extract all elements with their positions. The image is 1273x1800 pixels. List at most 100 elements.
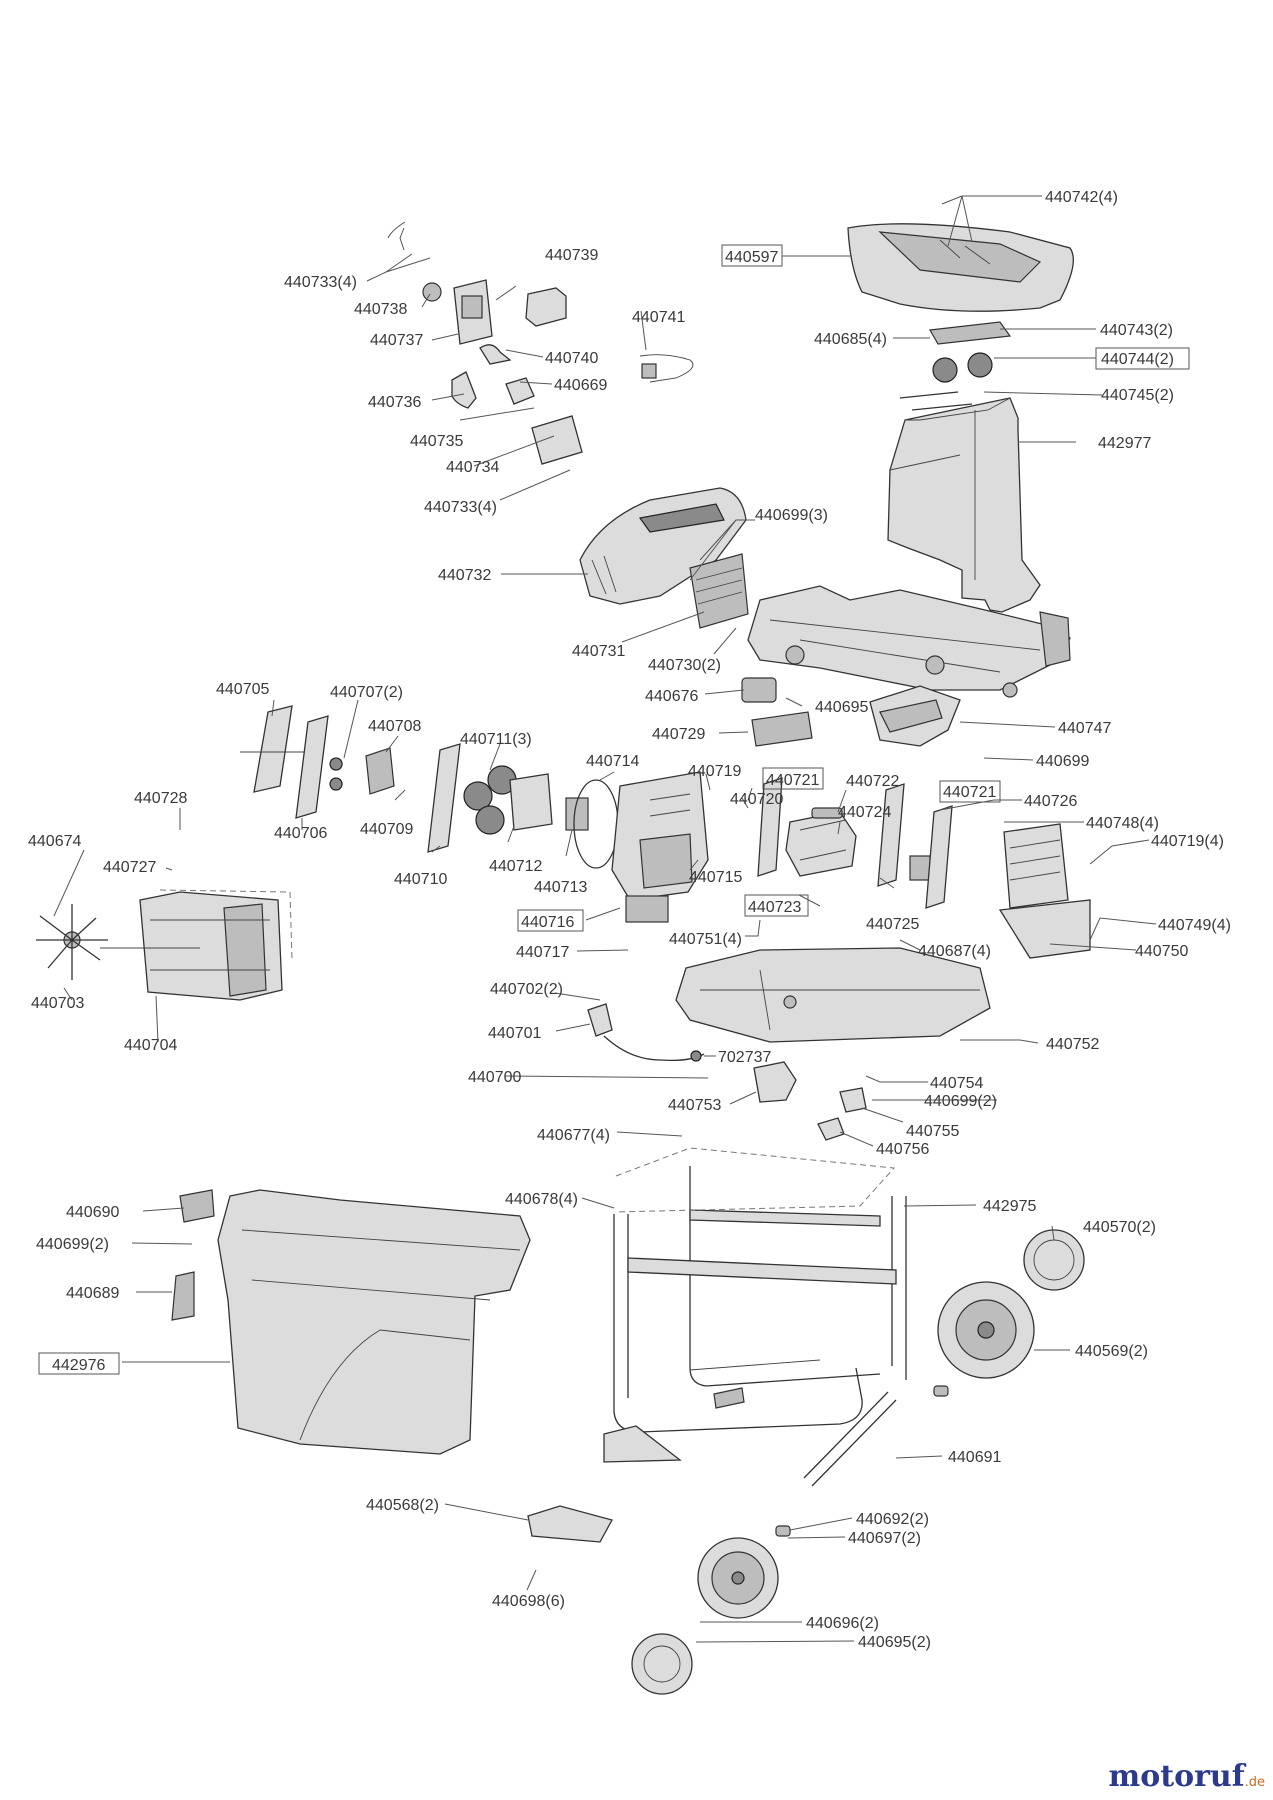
brand-name: motoruf [1108, 1759, 1245, 1794]
part-label: 440728 [134, 790, 187, 807]
part-label: 440691 [948, 1449, 1001, 1466]
part-label: 440713 [534, 879, 587, 896]
part-label: 440751(4) [669, 931, 742, 948]
part-label: 440754 [930, 1075, 983, 1092]
part-label: 440724 [838, 804, 891, 821]
part-label: 440711(3) [460, 731, 532, 748]
label-box [939, 780, 1001, 803]
part-label: 440692(2) [856, 1511, 929, 1528]
part-label: 440726 [1024, 793, 1077, 810]
part-label: 440570(2) [1083, 1219, 1156, 1236]
part-label: 440703 [31, 995, 84, 1012]
part-label: 440699(2) [924, 1093, 997, 1110]
part-label: 440740 [545, 350, 598, 367]
part-label: 440715 [689, 869, 742, 886]
part-label: 440699(2) [36, 1236, 109, 1253]
part-label: 440756 [876, 1141, 929, 1158]
part-label: 440721 [943, 784, 996, 801]
part-label: 440733(4) [424, 499, 497, 516]
part-label: 440736 [368, 394, 421, 411]
part-label: 440716 [521, 914, 574, 931]
label-box [1095, 347, 1190, 370]
part-label: 440743(2) [1100, 322, 1173, 339]
part-label: 442977 [1098, 435, 1151, 452]
part-label: 440699(3) [755, 507, 828, 524]
part-label: 440704 [124, 1037, 177, 1054]
label-box [38, 1352, 120, 1375]
parts-artwork [36, 221, 1091, 1695]
part-label: 440674 [28, 833, 81, 850]
part-label: 440722 [846, 773, 899, 790]
part-label: 440735 [410, 433, 463, 450]
part-label: 440690 [66, 1204, 119, 1221]
brand-suffix: .de [1244, 1775, 1265, 1790]
part-label: 440717 [516, 944, 569, 961]
label-box [762, 767, 824, 790]
motoruf-watermark: motoruf.de [1108, 1759, 1265, 1794]
part-label: 440720 [730, 791, 783, 808]
part-label: 440685(4) [814, 331, 887, 348]
part-label: 440697(2) [848, 1530, 921, 1547]
part-label: 440678(4) [505, 1191, 578, 1208]
part-label: 440676 [645, 688, 698, 705]
part-label: 440725 [866, 916, 919, 933]
part-label: 440695 [815, 699, 868, 716]
part-label: 440699 [1036, 753, 1089, 770]
part-label: 440677(4) [537, 1127, 610, 1144]
part-label: 440737 [370, 332, 423, 349]
part-label: 440750 [1135, 943, 1188, 960]
part-label: 440597 [725, 249, 778, 266]
part-label: 440739 [545, 247, 598, 264]
part-label: 440745(2) [1101, 387, 1174, 404]
part-label: 440705 [216, 681, 269, 698]
part-label: 440721 [766, 772, 819, 789]
part-label: 440729 [652, 726, 705, 743]
part-label: 440742(4) [1045, 189, 1118, 206]
part-label: 440700 [468, 1069, 521, 1086]
label-box [517, 909, 584, 932]
fan-blades [36, 904, 108, 980]
part-label: 440734 [446, 459, 499, 476]
part-label: 440732 [438, 567, 491, 584]
wheel-rims [631, 1229, 1085, 1695]
part-label: 440702(2) [490, 981, 563, 998]
part-label: 440748(4) [1086, 815, 1159, 832]
part-labels: 440742(4) 440597 440743(2) 440685(4) 440… [28, 189, 1231, 1651]
part-label: 440730(2) [648, 657, 721, 674]
part-label: 440755 [906, 1123, 959, 1140]
part-label: 440733(4) [284, 274, 357, 291]
part-label: 440669 [554, 377, 607, 394]
leader-lines [53, 195, 1157, 1643]
part-label: 440568(2) [366, 1497, 439, 1514]
part-label: 440695(2) [858, 1634, 931, 1651]
part-label: 440701 [488, 1025, 541, 1042]
part-label: 440712 [489, 858, 542, 875]
part-label: 440714 [586, 753, 639, 770]
part-label: 440727 [103, 859, 156, 876]
part-label: 702737 [718, 1049, 771, 1066]
part-label: 440723 [748, 899, 801, 916]
part-label: 440696(2) [806, 1615, 879, 1632]
part-label: 442975 [983, 1198, 1036, 1215]
part-label: 440749(4) [1158, 917, 1231, 934]
part-label: 440709 [360, 821, 413, 838]
part-label: 440706 [274, 825, 327, 842]
part-label: 440753 [668, 1097, 721, 1114]
part-label: 440719(4) [1151, 833, 1224, 850]
label-box [744, 894, 809, 917]
part-label: 440744(2) [1101, 351, 1174, 368]
part-label: 440738 [354, 301, 407, 318]
part-label: 440741 [632, 309, 685, 326]
part-label: 440747 [1058, 720, 1111, 737]
part-label: 440731 [572, 643, 625, 660]
part-label: 440698(6) [492, 1593, 565, 1610]
part-label: 442976 [52, 1357, 105, 1374]
label-box [721, 244, 783, 267]
part-label: 440708 [368, 718, 421, 735]
part-label: 440689 [66, 1285, 119, 1302]
part-label: 440707(2) [330, 684, 403, 701]
part-label: 440569(2) [1075, 1343, 1148, 1360]
part-label: 440687(4) [918, 943, 991, 960]
part-label: 440719 [688, 763, 741, 780]
